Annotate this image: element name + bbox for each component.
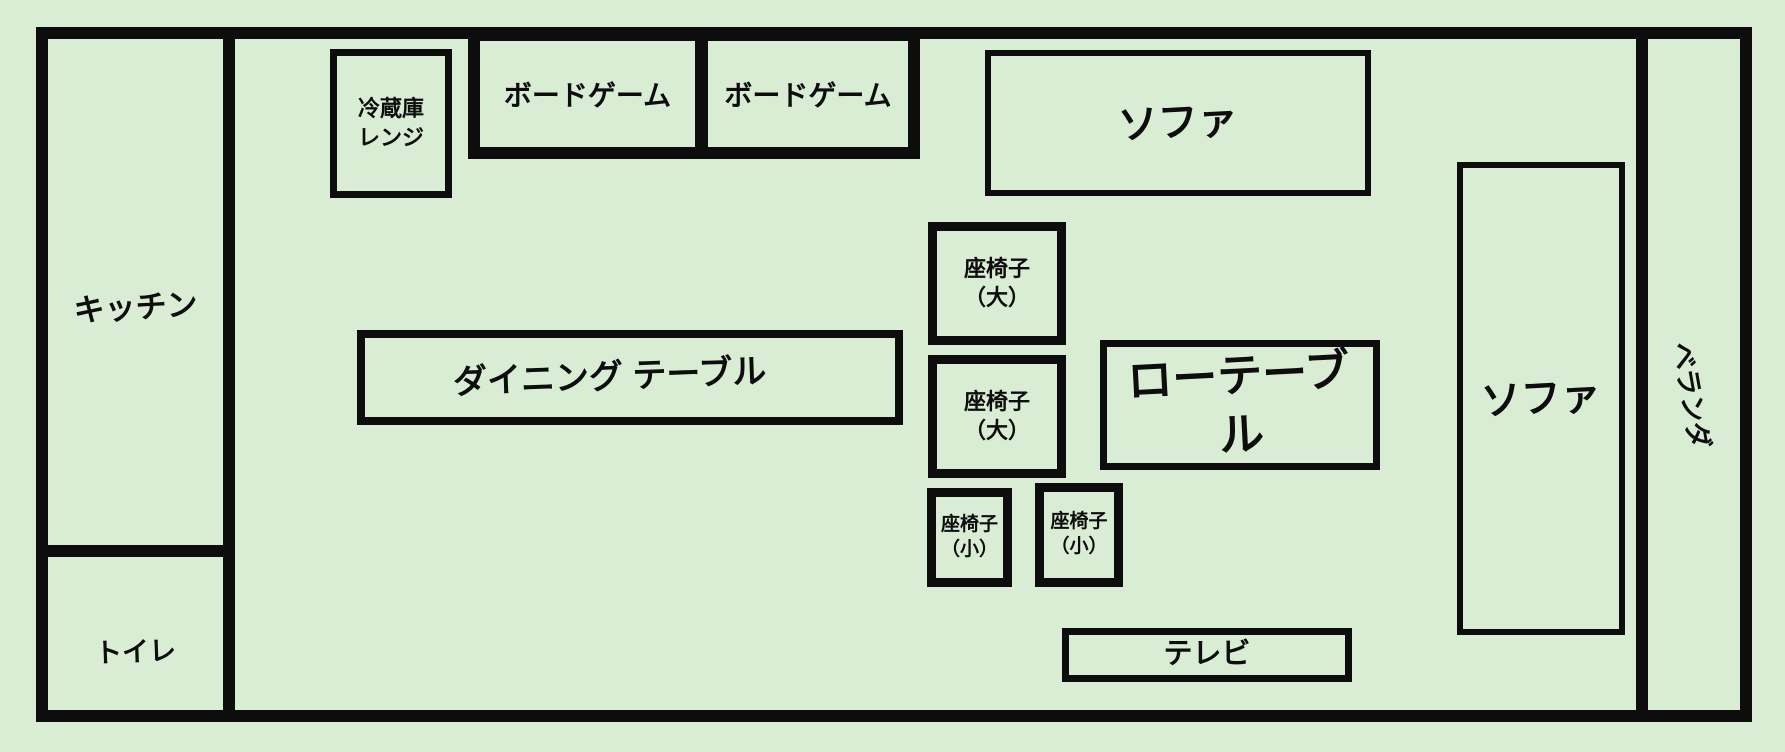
floor-chair-large-2-label: 座椅子 （大） [964,388,1030,445]
boardgame-shelf-container: ボードゲーム ボードゲーム [468,29,920,159]
chair-large-1-line1: 座椅子 [963,255,1030,281]
dining-table-box: ダイニング テーブル [357,330,903,425]
fridge-microwave-label: 冷蔵庫 レンジ [358,95,424,152]
chair-large-2-line2: （大） [963,417,1030,443]
kitchen-toilet-divider-wall [36,545,235,557]
sofa-top-box: ソファ [985,50,1371,196]
fridge-label-line1: 冷蔵庫 [357,95,424,121]
sofa-right-label: ソファ [1479,373,1603,424]
fridge-microwave-box: 冷蔵庫 レンジ [330,49,452,198]
floor-chair-small-1-box: 座椅子 （小） [927,488,1012,587]
sofa-top-label: ソファ [1116,97,1240,149]
boardgame-box-left: ボードゲーム [480,41,695,147]
dining-table-label: ダイニング テーブル [452,352,768,402]
tv-box: テレビ [1062,628,1352,682]
floor-chair-small-2-label: 座椅子 （小） [1050,510,1107,559]
chair-small-2-line2: （小） [1050,536,1108,557]
kitchen-wall [223,27,235,722]
tv-label: テレビ [1163,638,1251,671]
floor-chair-large-1-box: 座椅子 （大） [928,222,1066,345]
fridge-label-line2: レンジ [357,124,424,150]
boardgame-divider-wall [695,41,708,147]
toilet-room-label: トイレ [94,635,177,669]
chair-small-1-line2: （小） [940,538,998,560]
floor-chair-small-1-label: 座椅子 （小） [941,513,998,562]
kitchen-room-label: キッチン [72,286,199,329]
sofa-right-box: ソファ [1457,162,1625,635]
chair-large-2-line1: 座椅子 [963,388,1030,414]
floor-chair-small-2-box: 座椅子 （小） [1035,483,1123,587]
floor-chair-large-2-box: 座椅子 （大） [928,355,1066,478]
chair-large-1-line2: （大） [963,284,1030,310]
boardgame-right-label: ボードゲーム [724,80,892,111]
low-table-box: ローテーブル [1100,340,1380,470]
low-table-label: ローテーブル [1126,343,1351,461]
floor-chair-large-1-label: 座椅子 （大） [964,255,1030,312]
veranda-wall [1636,27,1648,722]
chair-small-2-line1: 座椅子 [1050,511,1108,533]
chair-small-1-line1: 座椅子 [940,513,998,535]
boardgame-box-right: ボードゲーム [708,41,908,147]
boardgame-left-label: ボードゲーム [503,80,672,111]
